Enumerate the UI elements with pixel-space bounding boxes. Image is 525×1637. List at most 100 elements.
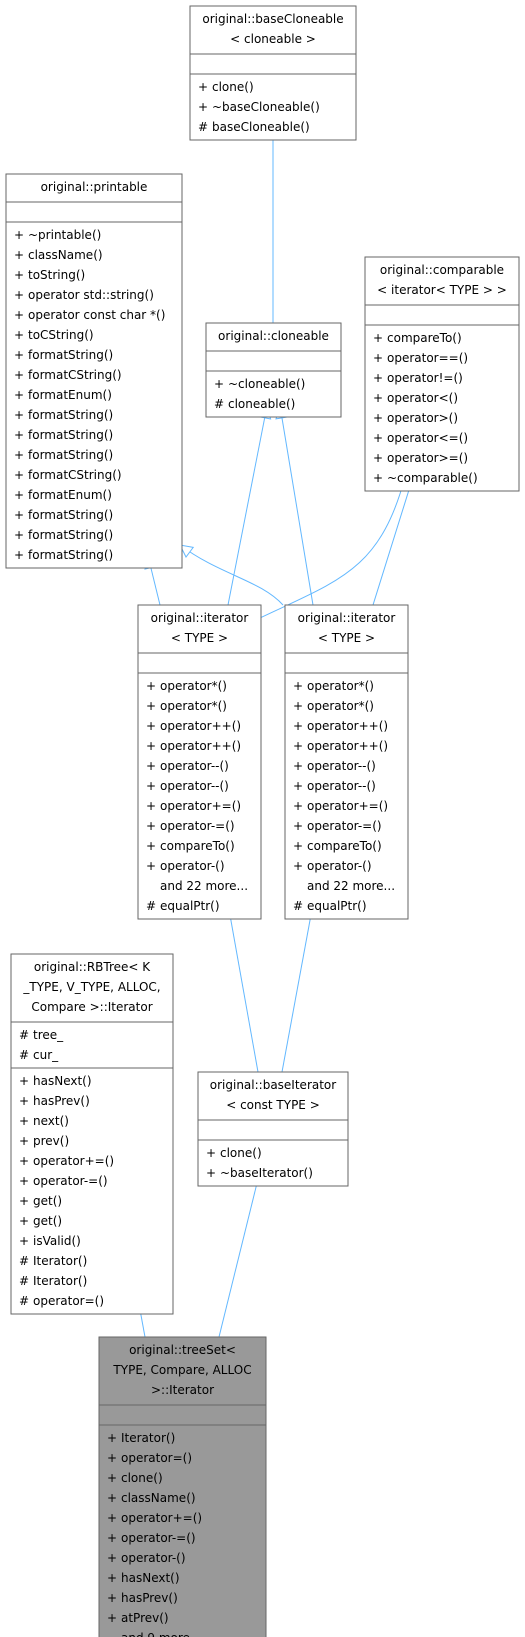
method-name: toString() xyxy=(28,268,85,282)
class-box-treeSetIterator[interactable]: original::treeSet<TYPE, Compare, ALLOC>:… xyxy=(98,1336,267,1637)
method-name: hasPrev() xyxy=(33,1094,90,1108)
edge-iteratorA-to-cloneable xyxy=(227,406,267,606)
method-name: get() xyxy=(33,1214,62,1228)
member-visibility: + xyxy=(293,679,303,693)
edge-iteratorB-to-comparable xyxy=(372,477,413,606)
method-name: formatString() xyxy=(28,548,113,562)
method-name: operator+=() xyxy=(121,1511,202,1525)
method-name: prev() xyxy=(33,1134,69,1148)
member-visibility: + xyxy=(19,1074,29,1088)
class-box-frame xyxy=(364,256,520,492)
method-name: hasNext() xyxy=(33,1074,92,1088)
method-name: operator-() xyxy=(121,1551,186,1565)
member-visibility: # xyxy=(19,1028,29,1042)
member-visibility: + xyxy=(293,859,303,873)
method-name: isValid() xyxy=(33,1234,81,1248)
member-visibility: # xyxy=(19,1048,29,1062)
method-name: operator*() xyxy=(160,699,227,713)
member-visibility: + xyxy=(146,699,156,713)
member-visibility: + xyxy=(293,739,303,753)
method-name: Iterator() xyxy=(33,1274,87,1288)
member-visibility: + xyxy=(19,1094,29,1108)
member-visibility: + xyxy=(373,411,383,425)
method-name: toCString() xyxy=(28,328,94,342)
method-name: operator-=() xyxy=(307,819,382,833)
method-name: operator-=() xyxy=(121,1531,196,1545)
member-visibility: + xyxy=(14,268,24,282)
method-name: operator++() xyxy=(160,739,241,753)
class-box-printable[interactable]: original::printable+~printable()+classNa… xyxy=(5,173,183,569)
class-title-line: < cloneable > xyxy=(230,32,316,46)
class-box-rbtreeIterator[interactable]: original::RBTree< K_TYPE, V_TYPE, ALLOC,… xyxy=(10,953,174,1315)
member-visibility: + xyxy=(146,779,156,793)
method-name: clone() xyxy=(212,80,254,94)
method-name: operator-() xyxy=(307,859,372,873)
member-visibility: # xyxy=(293,899,303,913)
method-name: className() xyxy=(28,248,103,262)
edge-iteratorB-to-printable xyxy=(180,545,284,606)
method-name: compareTo() xyxy=(160,839,235,853)
member-visibility: + xyxy=(107,1611,117,1625)
member-visibility: + xyxy=(373,351,383,365)
member-visibility: + xyxy=(19,1194,29,1208)
method-name: operator++() xyxy=(307,739,388,753)
member-visibility: + xyxy=(107,1491,117,1505)
member-visibility: + xyxy=(198,100,208,114)
method-name: formatString() xyxy=(28,428,113,442)
method-name: and 22 more... xyxy=(160,879,248,893)
member-visibility: + xyxy=(373,431,383,445)
member-visibility: + xyxy=(373,331,383,345)
member-visibility: + xyxy=(214,377,224,391)
member-visibility: + xyxy=(293,839,303,853)
class-box-frame xyxy=(5,173,183,569)
member-visibility: + xyxy=(107,1471,117,1485)
method-name: Iterator() xyxy=(121,1431,175,1445)
member-visibility: + xyxy=(14,368,24,382)
method-name: baseCloneable() xyxy=(212,120,310,134)
method-name: operator!=() xyxy=(387,371,463,385)
edge-iteratorA-to-comparable xyxy=(259,477,405,619)
member-visibility: + xyxy=(19,1234,29,1248)
member-visibility: # xyxy=(146,899,156,913)
method-name: hasPrev() xyxy=(121,1591,178,1605)
member-visibility: + xyxy=(293,719,303,733)
class-title-line: original::cloneable xyxy=(218,329,329,343)
class-box-baseCloneable[interactable]: original::baseCloneable< cloneable >+clo… xyxy=(189,5,357,141)
method-name: compareTo() xyxy=(307,839,382,853)
method-name: operator-=() xyxy=(160,819,235,833)
method-name: formatEnum() xyxy=(28,388,112,402)
member-visibility: + xyxy=(14,388,24,402)
member-visibility: + xyxy=(107,1431,117,1445)
method-name: ~comparable() xyxy=(387,471,478,485)
method-name: operator++() xyxy=(307,719,388,733)
class-box-cloneable[interactable]: original::cloneable+~cloneable()#cloneab… xyxy=(205,322,342,418)
member-visibility: + xyxy=(19,1154,29,1168)
member-visibility: + xyxy=(19,1114,29,1128)
member-visibility: + xyxy=(19,1214,29,1228)
class-box-iteratorB[interactable]: original::iterator< TYPE >+operator*()+o… xyxy=(284,604,409,920)
class-title-line: < TYPE > xyxy=(318,631,375,645)
member-visibility: + xyxy=(146,759,156,773)
member-visibility: + xyxy=(14,508,24,522)
member-visibility: + xyxy=(293,699,303,713)
member-visibility: + xyxy=(107,1451,117,1465)
method-name: formatCString() xyxy=(28,368,122,382)
class-box-comparable[interactable]: original::comparable< iterator< TYPE > >… xyxy=(364,256,520,492)
method-name: equalPtr() xyxy=(307,899,367,913)
class-title-line: < TYPE > xyxy=(171,631,228,645)
class-title-line: original::iterator xyxy=(298,611,396,625)
class-box-frame xyxy=(10,953,174,1315)
method-name: Iterator() xyxy=(33,1254,87,1268)
member-visibility: + xyxy=(14,428,24,442)
member-visibility: # xyxy=(19,1254,29,1268)
class-box-frame xyxy=(189,5,357,141)
method-name: operator+=() xyxy=(160,799,241,813)
class-box-iteratorA[interactable]: original::iterator< TYPE >+operator*()+o… xyxy=(137,604,262,920)
member-visibility: + xyxy=(14,308,24,322)
class-box-baseIterator[interactable]: original::baseIterator< const TYPE >+clo… xyxy=(197,1071,349,1187)
method-name: operator*() xyxy=(160,679,227,693)
member-visibility: + xyxy=(146,679,156,693)
class-title-line: original::iterator xyxy=(151,611,249,625)
class-title-line: < const TYPE > xyxy=(226,1098,320,1112)
member-visibility: + xyxy=(14,348,24,362)
